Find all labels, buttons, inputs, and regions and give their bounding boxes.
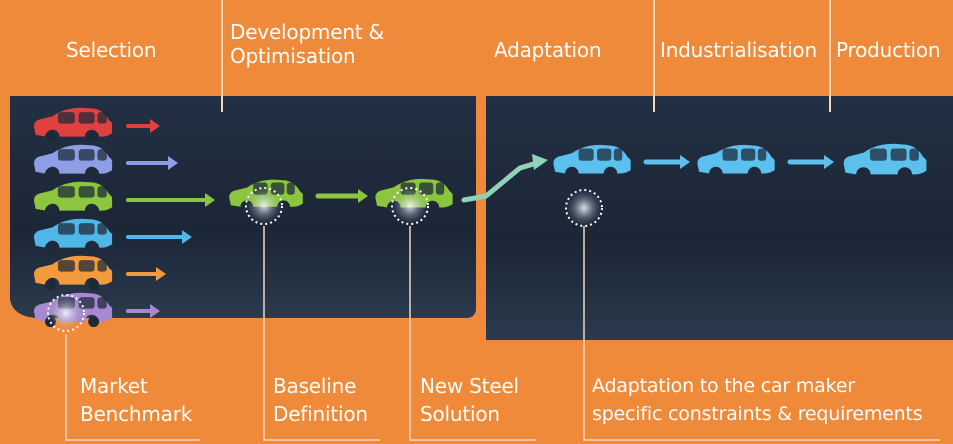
step-label-new-steel-solution: New Steel Solution bbox=[420, 374, 519, 426]
baseline-marker-glow bbox=[246, 188, 282, 224]
callout-line-baseline bbox=[263, 226, 380, 441]
step-label-baseline-definition: Baseline Definition bbox=[273, 374, 368, 426]
transition-arrow bbox=[461, 159, 543, 203]
candidate-arrow-green-head bbox=[205, 193, 215, 207]
transition-arrow-head bbox=[532, 154, 548, 170]
new-steel-marker bbox=[391, 187, 429, 225]
phase-label-industrialisation: Industrialisation bbox=[660, 38, 817, 62]
candidate-car-red bbox=[33, 107, 113, 143]
adaptation-marker bbox=[565, 189, 603, 227]
industrialisation-to-production-arrow-head bbox=[824, 155, 834, 169]
baseline-marker bbox=[245, 187, 283, 225]
callout-line-new-steel bbox=[409, 226, 536, 441]
market-benchmark-marker bbox=[47, 294, 85, 332]
new-steel-marker-glow bbox=[392, 188, 428, 224]
candidate-car-orange bbox=[33, 255, 113, 291]
candidate-arrow-red-head bbox=[150, 119, 160, 133]
phase-label-adaptation: Adaptation bbox=[494, 38, 602, 62]
callout-line-market-benchmark bbox=[65, 334, 200, 441]
candidate-arrow-periwinkle-head bbox=[168, 156, 178, 170]
candidate-arrow-orange-head bbox=[156, 267, 166, 281]
candidate-car-green bbox=[33, 181, 113, 217]
right-panel bbox=[486, 96, 953, 340]
step-label-adaptation-constraints: Adaptation to the car maker specific con… bbox=[592, 375, 923, 425]
market-benchmark-marker-glow bbox=[48, 295, 84, 331]
step-label-market-benchmark: Market Benchmark bbox=[80, 374, 193, 426]
candidate-car-cyan bbox=[33, 218, 113, 254]
candidate-arrow-purple-head bbox=[150, 304, 160, 318]
industrialisation-car bbox=[697, 144, 775, 181]
phase-label-production: Production bbox=[836, 38, 941, 62]
candidate-arrow-cyan-head bbox=[182, 230, 192, 244]
callout-line-adaptation bbox=[583, 226, 940, 441]
phase-label-development-optimisation: Development & Optimisation bbox=[230, 20, 384, 68]
adaptation-to-industrialisation-arrow-head bbox=[680, 155, 690, 169]
baseline-to-new-steel-arrow-head bbox=[358, 189, 368, 203]
production-car bbox=[843, 143, 927, 181]
phase-label-selection: Selection bbox=[66, 38, 157, 62]
adaptation-car bbox=[553, 144, 631, 181]
candidate-car-periwinkle bbox=[33, 144, 113, 180]
adaptation-marker-glow bbox=[566, 190, 602, 226]
